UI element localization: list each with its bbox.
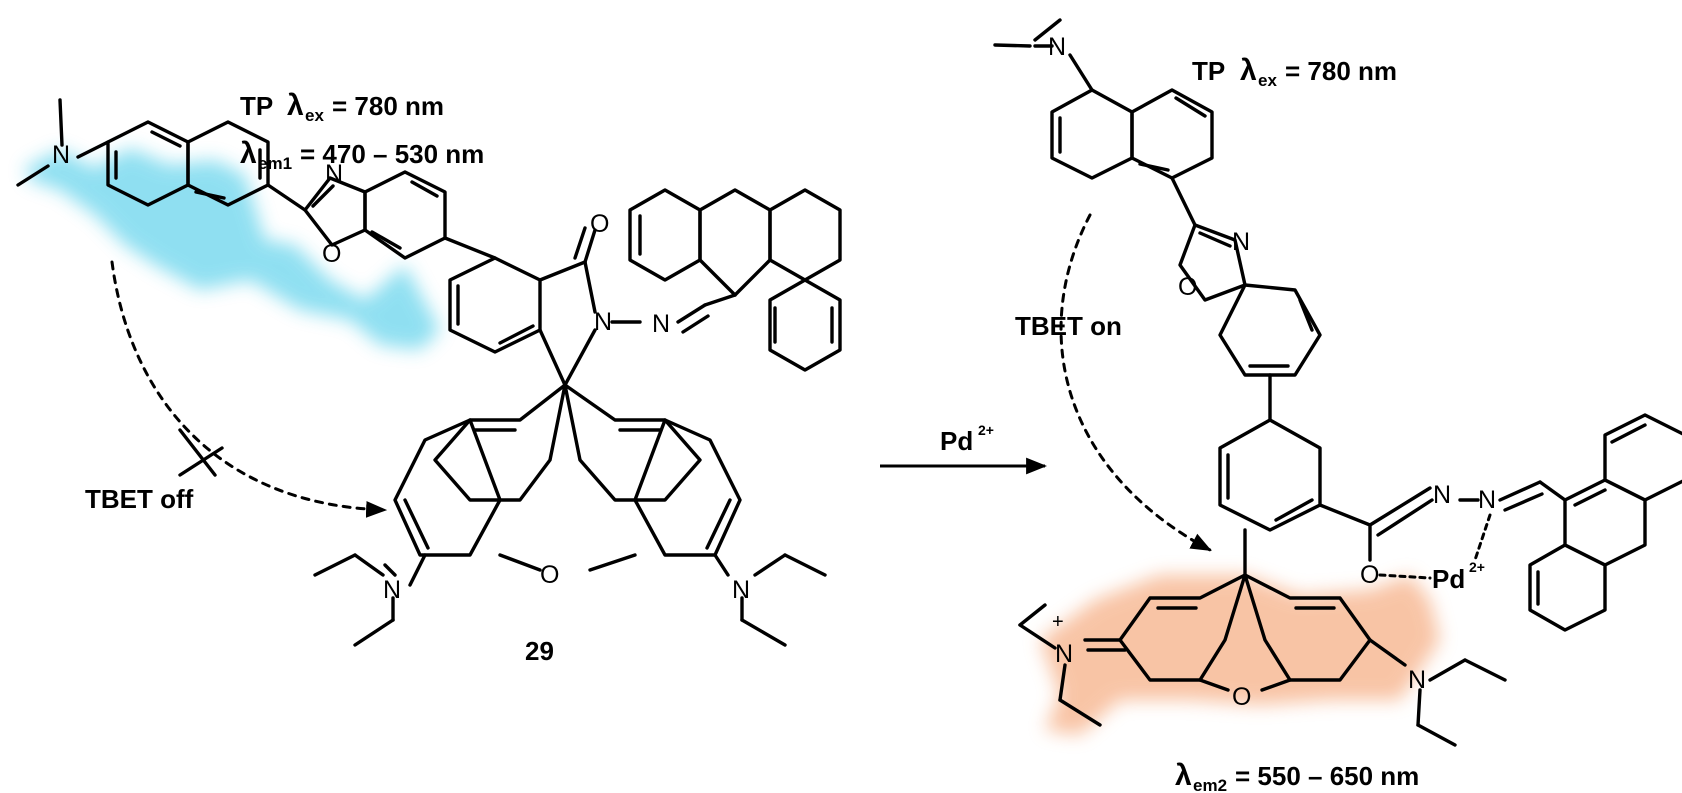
svg-text:λ: λ: [287, 89, 304, 122]
atom-n-net2-left-1: N: [383, 576, 401, 604]
atom-n-oxazole-left: N: [325, 160, 343, 188]
blocked-cross: [178, 428, 224, 477]
right-emission-label: λ em2 = 550 – 650 nm: [1175, 759, 1419, 793]
atom-o-xanthene-left: O: [540, 561, 559, 589]
svg-text:= 550 – 650 nm: = 550 – 650 nm: [1235, 761, 1419, 791]
tbet-off-arrow: [110, 260, 388, 518]
product-structure: [993, 18, 1682, 747]
atom-o-carbonyl: O: [590, 210, 609, 238]
svg-text:ex: ex: [305, 106, 324, 125]
left-excitation-label: TP λ ex = 780 nm: [240, 89, 444, 125]
atom-n-nme2-left: N: [52, 141, 70, 169]
svg-text:λ: λ: [1240, 54, 1257, 87]
right-excitation-label: TP λ ex = 780 nm: [1192, 54, 1397, 90]
svg-text:TP: TP: [1192, 56, 1225, 86]
atom-o-xanthene-right: O: [1232, 683, 1251, 711]
left-emission-label: λ em1 = 470 – 530 nm: [240, 137, 484, 173]
svg-text:= 780 nm: = 780 nm: [1285, 56, 1397, 86]
atom-n-imine-left: N: [652, 310, 670, 338]
atom-n-amide: N: [1433, 481, 1451, 509]
tbet-off-label: TBET off: [85, 484, 194, 514]
svg-text:2+: 2+: [978, 422, 994, 438]
atom-o-oxazole-left: O: [322, 240, 341, 268]
svg-text:Pd: Pd: [1432, 564, 1465, 594]
svg-text:λ: λ: [240, 137, 257, 170]
svg-text:ex: ex: [1258, 71, 1277, 90]
svg-text:em1: em1: [258, 154, 292, 173]
atom-n-imine-right: N: [1478, 486, 1496, 514]
compound-number: 29: [525, 636, 554, 666]
svg-text:TP: TP: [240, 91, 273, 121]
atom-o-oxazole-right: O: [1178, 273, 1197, 301]
atom-n-lactam: N: [594, 308, 612, 336]
atom-o-enolate: O: [1360, 561, 1379, 589]
svg-text:= 780 nm: = 780 nm: [332, 91, 444, 121]
atom-n-net2-right: N: [1408, 666, 1426, 694]
tbet-on-label: TBET on: [1015, 311, 1122, 341]
svg-text:= 470 – 530 nm: = 470 – 530 nm: [300, 139, 484, 169]
donor-glow: [25, 148, 440, 350]
compound-29-structure: [16, 98, 842, 647]
iminium-charge: +: [1052, 611, 1064, 633]
atom-n-net2-left-2: N: [732, 576, 750, 604]
atom-n-nme2-right: N: [1048, 33, 1066, 61]
tbet-on-arrow: [1059, 213, 1212, 552]
atom-n-oxazole-right: N: [1232, 228, 1250, 256]
svg-text:2+: 2+: [1469, 559, 1485, 575]
svg-text:Pd: Pd: [940, 426, 973, 456]
acceptor-glow: [1040, 575, 1440, 735]
reagent-label: Pd 2+: [940, 422, 994, 456]
svg-text:λ: λ: [1175, 759, 1192, 792]
svg-text:em2: em2: [1193, 776, 1227, 793]
atom-n-iminium: N: [1055, 640, 1073, 668]
pd-complex-label: Pd 2+: [1432, 559, 1485, 594]
